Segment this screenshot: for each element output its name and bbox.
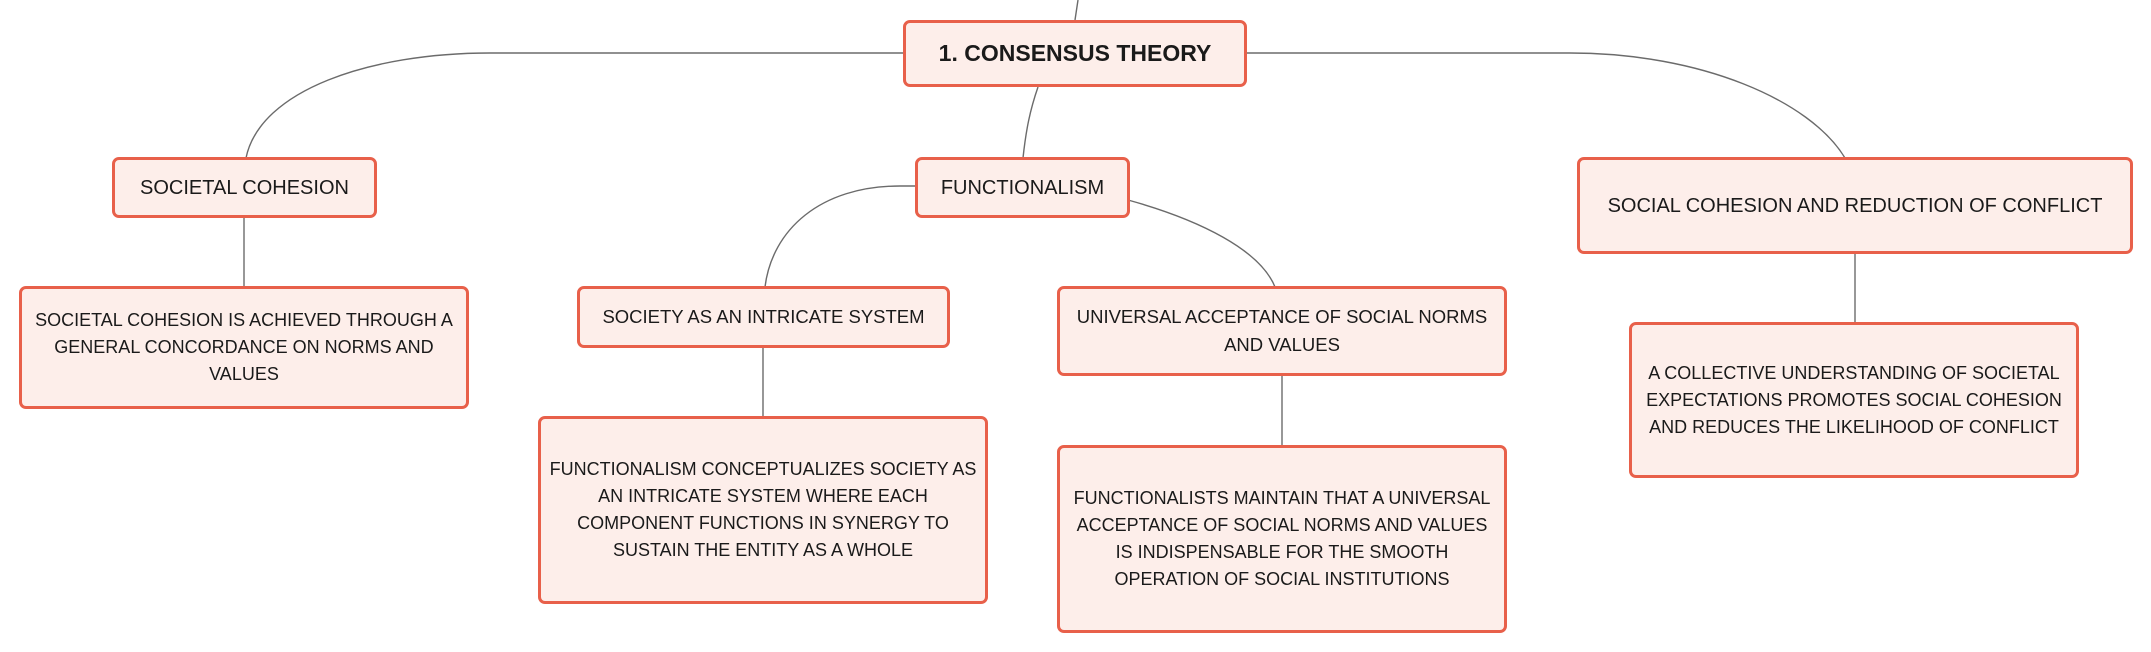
subtopic-node-society-as-an-intricate-system[interactable]: SOCIETY AS AN INTRICATE SYSTEM [577, 286, 950, 348]
detail-node-text: SOCIETAL COHESION IS ACHIEVED THROUGH A … [35, 310, 453, 384]
detail-node-text: FUNCTIONALISTS MAINTAIN THAT A UNIVERSAL… [1073, 488, 1491, 589]
topic-node-societal-cohesion[interactable]: SOCIETAL COHESION [112, 157, 377, 218]
connector-root-to-social-cohesion-conflict [1247, 52, 1846, 159]
subtopic-node-universal-acceptance[interactable]: UNIVERSAL ACCEPTANCE OF SOCIAL NORMS AND… [1057, 286, 1507, 376]
connector-functionalism-to-universal-acceptance [1127, 199, 1276, 288]
root-node-label: 1. CONSENSUS THEORY [938, 40, 1212, 67]
topic-node-label: FUNCTIONALISM [940, 176, 1105, 199]
subtopic-node-label: SOCIETY AS AN INTRICATE SYSTEM [602, 306, 925, 328]
detail-node-universal-acceptance[interactable]: FUNCTIONALISTS MAINTAIN THAT A UNIVERSAL… [1057, 445, 1507, 633]
topic-node-label: SOCIAL COHESION AND REDUCTION OF CONFLIC… [1607, 194, 2103, 217]
topic-node-functionalism[interactable]: FUNCTIONALISM [915, 157, 1130, 218]
topic-node-social-cohesion-and-reduction-of-conflict[interactable]: SOCIAL COHESION AND REDUCTION OF CONFLIC… [1577, 157, 2133, 254]
connector-root-to-functionalism [1022, 86, 1039, 159]
subtopic-node-label: UNIVERSAL ACCEPTANCE OF SOCIAL NORMS AND… [1076, 306, 1488, 355]
detail-node-text: A COLLECTIVE UNDERSTANDING OF SOCIETAL E… [1646, 362, 2062, 437]
connector-parent-to-root [1074, 0, 1079, 21]
detail-node-societal-cohesion[interactable]: SOCIETAL COHESION IS ACHIEVED THROUGH A … [19, 286, 469, 409]
detail-node-intricate-system[interactable]: FUNCTIONALISM CONCEPTUALIZES SOCIETY AS … [538, 416, 988, 604]
detail-node-social-cohesion-conflict[interactable]: A COLLECTIVE UNDERSTANDING OF SOCIETAL E… [1629, 322, 2079, 478]
connector-root-to-societal-cohesion [245, 52, 903, 159]
topic-node-label: SOCIETAL COHESION [140, 176, 349, 199]
root-node-consensus-theory[interactable]: 1. CONSENSUS THEORY [903, 20, 1247, 87]
detail-node-text: FUNCTIONALISM CONCEPTUALIZES SOCIETY AS … [549, 459, 977, 560]
connector-functionalism-to-intricate-system [764, 185, 917, 288]
